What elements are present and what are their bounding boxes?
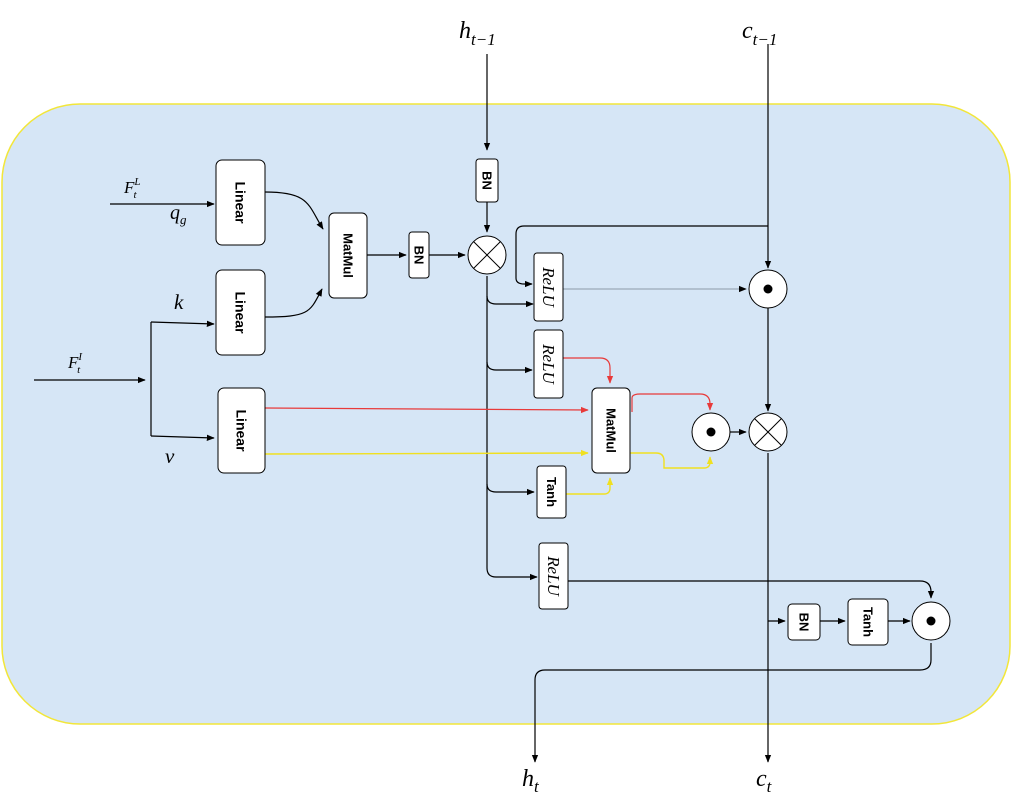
- svg-text:BN: BN: [797, 613, 812, 632]
- svg-text:ReLU: ReLU: [539, 266, 558, 308]
- bn-block-mid: BN: [408, 231, 430, 279]
- odot-node-input: [691, 412, 731, 452]
- wire-split-k: [150, 320, 215, 327]
- wire-linear3-matmul: [264, 406, 589, 414]
- bn-block-top: BN: [475, 158, 499, 203]
- svg-text:Linear: Linear: [233, 291, 249, 334]
- linear-block-q: Linear: [215, 159, 266, 246]
- otimes-node-cell: [748, 412, 788, 452]
- label-c-out: ct: [756, 766, 773, 796]
- label-c-prev: ct−1: [742, 18, 777, 49]
- label-h-out: ht: [522, 766, 540, 796]
- wire-trunk-relu1: [486, 295, 534, 308]
- svg-text:Tanh: Tanh: [861, 607, 876, 637]
- label-k: k: [174, 290, 184, 314]
- svg-text:MatMul: MatMul: [604, 408, 619, 453]
- svg-text:Linear: Linear: [233, 181, 249, 224]
- linear-block-v: Linear: [217, 387, 266, 474]
- wire-relu3-odot: [568, 580, 935, 599]
- otimes-node-attn: [467, 235, 507, 275]
- matmul-block-1: MatMul: [328, 212, 368, 299]
- cell-panel: [1, 103, 1011, 725]
- wire-linear3-matmul-y: [264, 449, 589, 457]
- svg-text:ReLU: ReLU: [544, 555, 563, 597]
- wire-tanh-matmul-y: [566, 477, 614, 495]
- wire-otimes-trunk: [486, 276, 538, 581]
- wire-linear2-matmul: [264, 288, 323, 318]
- odot-node-forget: [748, 269, 788, 309]
- svg-text:Tanh: Tanh: [544, 477, 559, 507]
- linear-block-k: Linear: [215, 269, 266, 356]
- odot-node-output: [911, 601, 951, 641]
- bn-block-bottom: BN: [787, 603, 821, 641]
- svg-text:MatMul: MatMul: [341, 233, 356, 278]
- wire-matmul-odot-y: [630, 452, 714, 469]
- svg-text:BN: BN: [480, 171, 495, 190]
- wire-cprev-relu1: [515, 225, 768, 288]
- label-q: qg: [170, 202, 187, 227]
- wire-split-v: [150, 434, 215, 441]
- wire-trunk-relu2: [486, 361, 533, 374]
- relu-block-1: ReLU: [533, 252, 564, 322]
- svg-text:Linear: Linear: [234, 409, 250, 452]
- relu-block-2: ReLU: [533, 329, 564, 399]
- tanh-block-bottom: Tanh: [847, 598, 889, 646]
- wire-odot-ht: [531, 643, 932, 763]
- label-v: v: [165, 444, 175, 468]
- wire-matmul-odot: [631, 393, 714, 412]
- svg-text:BN: BN: [412, 246, 427, 265]
- matmul-block-2: MatMul: [591, 387, 631, 474]
- wire-trunk-tanh: [486, 483, 535, 496]
- wire-relu2-matmul: [563, 357, 614, 384]
- wire-linear1-matmul: [264, 191, 324, 230]
- label-h-prev: ht−1: [459, 18, 496, 49]
- tanh-block-mid: Tanh: [536, 465, 567, 519]
- relu-block-3: ReLU: [538, 542, 569, 610]
- svg-text:ReLU: ReLU: [539, 343, 558, 385]
